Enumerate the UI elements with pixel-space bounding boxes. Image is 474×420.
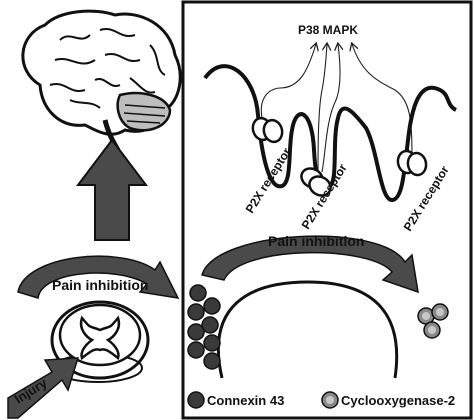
pain-inhibition-arrow-right [201, 235, 419, 294]
cell-panel-frame [181, 0, 473, 420]
legend-connexin-label: Connexin 43 [207, 393, 284, 408]
ascending-arrow [75, 138, 149, 241]
pain-inhibition-arrow-left [17, 255, 180, 299]
legend: Connexin 43 Cyclooxygenase-2 [187, 391, 455, 409]
injury-arrow: Injury [7, 357, 80, 419]
pain-inhibition-label-left: Pain inhibition [52, 277, 148, 293]
p2x-receptor-icon-right [396, 149, 428, 177]
cyclooxygenase-2-cluster [417, 303, 449, 339]
pain-inhibition-label-right: Pain inhibition [268, 233, 364, 249]
legend-connexin-swatch [187, 391, 205, 409]
connexin-43-cluster [187, 284, 221, 370]
p38-mapk-label: P38 MAPK [298, 23, 358, 37]
cell-inner-arc [216, 280, 399, 379]
legend-cox2-label: Cyclooxygenase-2 [341, 393, 455, 408]
legend-cox2-swatch-inner [326, 396, 334, 404]
cell-membrane [203, 64, 458, 203]
brain-icon [21, 9, 182, 152]
p2x-receptor-icon-left [251, 116, 284, 144]
p2x-receptor-icon-middle [300, 167, 332, 197]
